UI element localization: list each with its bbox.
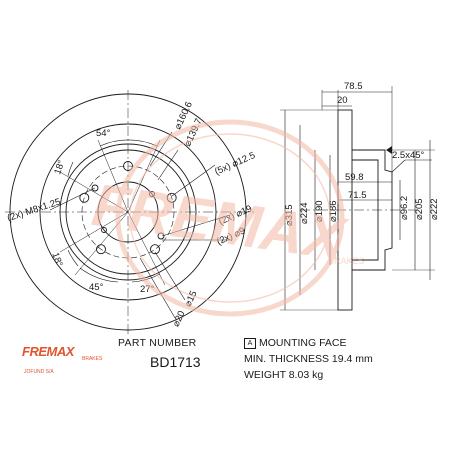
mounting-face-marker — [386, 146, 392, 154]
leader-line — [154, 251, 186, 301]
dia-190-label: ⌀190 — [314, 200, 325, 222]
angle-arc — [67, 161, 74, 177]
dia-96-2-label: ⌀96.2 — [399, 196, 410, 220]
watermark-sub: BRAKES — [328, 256, 365, 266]
watermark-ring-inner — [129, 133, 331, 303]
angle-label: 45° — [89, 282, 104, 293]
weight: WEIGHT 8.03 kg — [244, 369, 324, 381]
bolt-hole — [166, 192, 177, 203]
angle-label: 18° — [52, 159, 67, 176]
dia-20-label: ⌀20 — [171, 309, 188, 328]
threaded-holes-label: (2x) M8x1.25 — [6, 196, 62, 224]
angle-arc — [79, 267, 119, 283]
small-hole — [101, 227, 107, 233]
chamfer-label: 2.5x45° — [392, 150, 425, 161]
bolt-hole — [123, 161, 133, 171]
radial-line — [127, 211, 166, 286]
threaded-hole — [157, 232, 165, 240]
leader-line — [139, 257, 176, 319]
bolt-hole — [150, 244, 160, 255]
brand-logo-sub: BRAKES — [82, 356, 103, 362]
angle-label: 27° — [140, 284, 155, 295]
depth-59-8-label: 59.8 — [345, 172, 364, 183]
angle-arc — [99, 139, 158, 147]
part-number: BD1713 — [150, 354, 201, 370]
width-20-label: 20 — [337, 95, 348, 106]
angle-arc — [67, 249, 79, 267]
threaded-hole — [91, 184, 99, 192]
angle-label: 54° — [96, 128, 111, 139]
leader-line — [157, 149, 179, 181]
angle-label: 18° — [49, 251, 64, 268]
leader-line — [49, 187, 96, 211]
dia-222-label: ⌀222 — [429, 198, 440, 220]
depth-71-5-label: 71.5 — [348, 190, 367, 201]
mounting-face-text: MOUNTING FACE — [259, 337, 347, 349]
brand-tagline: JOFUND S/A — [24, 369, 54, 375]
dia-315-label: ⌀315 — [284, 204, 295, 226]
section-view-labels: 78.5 20 2.5x45° 59.8 71.5 ⌀315 ⌀224 ⌀190… — [284, 81, 440, 226]
radial-line — [97, 139, 129, 213]
min-thickness: MIN. THICKNESS 19.4 mm — [244, 353, 373, 365]
dia-186-label: ⌀186 — [328, 200, 339, 222]
small-hole — [149, 191, 155, 197]
width-total-label: 78.5 — [344, 81, 363, 92]
leader-line — [161, 214, 231, 237]
chamfer-leader — [391, 159, 406, 173]
dia-224-label: ⌀224 — [299, 202, 310, 224]
mounting-face-symbol: A — [244, 337, 256, 349]
dia-205-label: ⌀205 — [414, 198, 425, 220]
bolt-holes-label: (5x) ⌀12.5 — [213, 150, 257, 178]
leader-line — [171, 164, 216, 197]
brand-logo: FREMAX — [22, 344, 74, 359]
watermark-ring — [115, 119, 345, 317]
mounting-face-legend: A MOUNTING FACE — [244, 337, 347, 349]
brand-watermark: FREMAX BRAKES — [88, 119, 365, 317]
part-number-label: PART NUMBER — [118, 337, 197, 349]
